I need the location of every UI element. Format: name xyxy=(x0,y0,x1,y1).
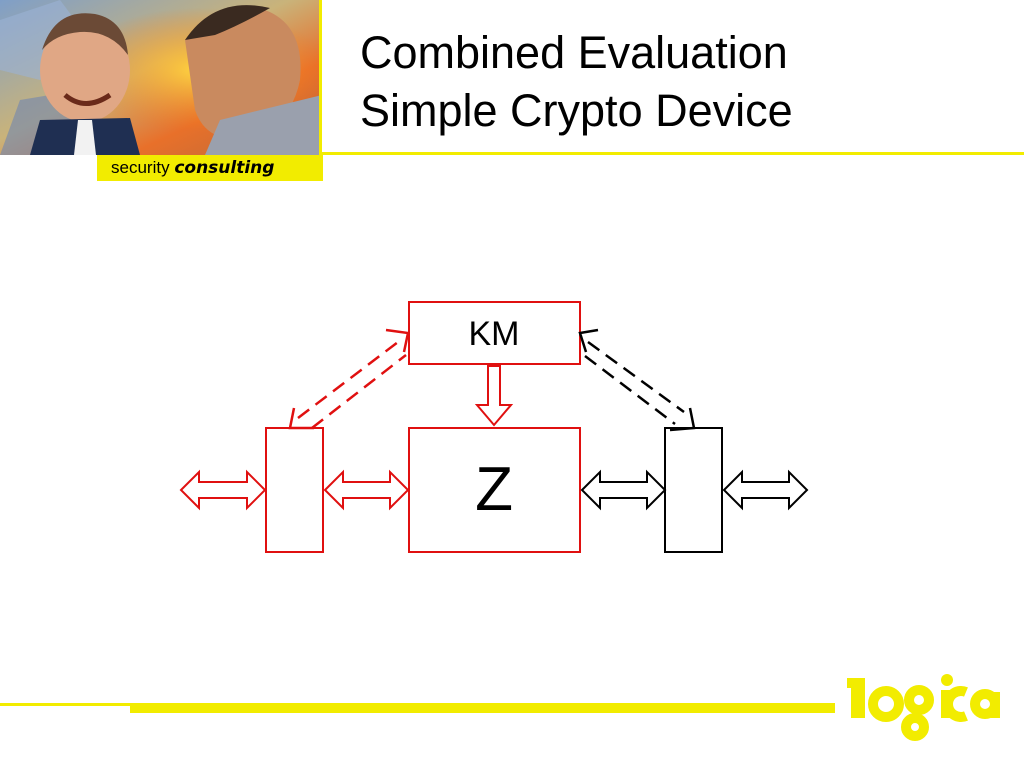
logica-logo xyxy=(845,672,1000,749)
brand-word-consulting: consulting xyxy=(174,158,275,178)
right-interface-block xyxy=(664,427,723,553)
right-inner-double-arrow xyxy=(580,469,667,511)
footer-rule-thick xyxy=(130,703,835,713)
km-label: KM xyxy=(469,315,520,353)
brand-word-security: security xyxy=(111,158,170,177)
photo-illustration xyxy=(0,0,319,155)
footer-rule-thin xyxy=(0,703,130,706)
z-label: Z xyxy=(475,455,513,524)
title-line-2: Simple Crypto Device xyxy=(360,85,793,136)
brand-strip: security consulting xyxy=(97,155,323,181)
km-box xyxy=(408,301,581,365)
z-box xyxy=(408,427,581,553)
left-interface-block xyxy=(265,427,324,553)
left-inner-double-arrow xyxy=(323,469,410,511)
header-rule xyxy=(320,152,1024,155)
header-photo xyxy=(0,0,322,155)
logica-logo-mark xyxy=(847,674,1000,741)
left-dashed-key-arrow xyxy=(288,328,410,430)
right-outer-double-arrow xyxy=(722,469,809,511)
title-line-1: Combined Evaluation xyxy=(360,27,788,78)
slide-title: Combined Evaluation Simple Crypto Device xyxy=(360,24,793,140)
right-dashed-key-arrow xyxy=(578,328,696,432)
km-to-z-arrow xyxy=(474,365,514,427)
left-outer-double-arrow xyxy=(179,469,267,511)
